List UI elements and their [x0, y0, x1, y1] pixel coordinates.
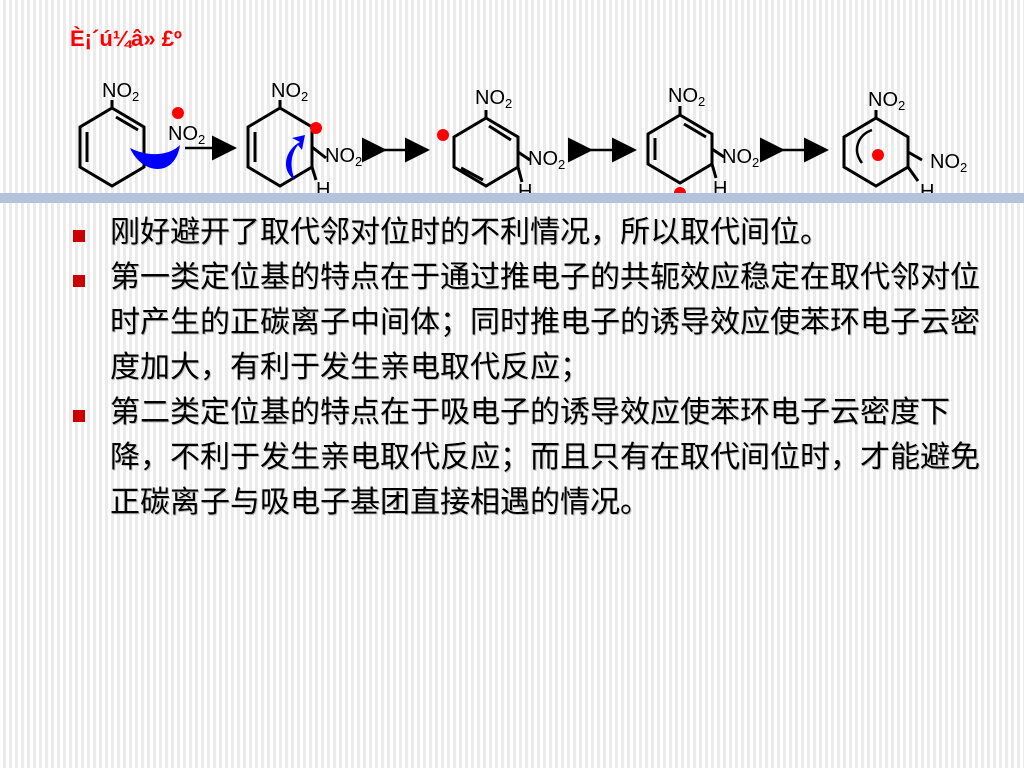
no2-group: NO2: [868, 89, 905, 113]
bullet-item: 第一类定位基的特点在于通过推电子的共轭效应稳定在取代邻对位时产生的正碳离子中间体…: [70, 255, 995, 390]
bullet-square-icon: [73, 230, 85, 242]
positive-charge-icon: [172, 107, 184, 119]
bullet-square-icon: [73, 275, 85, 287]
bullet-item: 第二类定位基的特点在于吸电子的诱导效应使苯环电子云密度下降，不利于发生亲电取代反…: [70, 390, 995, 525]
sigma-complex-1: NO2 NO2 H: [246, 80, 430, 201]
resonance-hybrid: NO2 NO2 H: [842, 89, 967, 203]
no2-group: NO2: [722, 146, 759, 170]
no2-group: NO2: [930, 151, 967, 175]
sigma-complex-3: NO2 NO2 H: [646, 85, 829, 200]
sigma-complex-2: NO2 NO2 H: [437, 87, 637, 203]
positive-charge-icon: [437, 129, 449, 141]
no2-group: NO2: [325, 145, 362, 169]
no2-group: NO2: [271, 80, 308, 104]
no2-group: NO2: [528, 148, 565, 172]
bullet-list: 刚好避开了取代邻对位时的不利情况，所以取代间位。 第一类定位基的特点在于通过推电…: [70, 210, 995, 525]
bullet-item: 刚好避开了取代邻对位时的不利情况，所以取代间位。: [70, 210, 995, 255]
header-divider: [0, 193, 1024, 203]
bullet-text: 刚好避开了取代邻对位时的不利情况，所以取代间位。: [110, 215, 830, 250]
slide-title: È¡´ú¼â» £º: [70, 26, 182, 51]
bullet-square-icon: [73, 410, 85, 422]
bullet-text: 第一类定位基的特点在于通过推电子的共轭效应稳定在取代邻对位时产生的正碳离子中间体…: [110, 260, 980, 385]
nitrobenzene-structure: NO2 NO2: [78, 80, 237, 188]
no2-group: NO2: [668, 85, 705, 109]
electron-arrow-icon: [130, 145, 180, 169]
no2-group: NO2: [475, 87, 512, 111]
electron-arrow-icon: [285, 135, 305, 180]
positive-charge-icon: [872, 149, 884, 161]
positive-charge-icon: [310, 122, 322, 134]
reaction-scheme: NO2 NO2 NO2 NO2 H NO2: [78, 80, 967, 203]
bullet-text: 第二类定位基的特点在于吸电子的诱导效应使苯环电子云密度下降，不利于发生亲电取代反…: [110, 395, 980, 520]
nitronium-ion: NO2: [168, 123, 205, 147]
no2-group: NO2: [102, 80, 139, 104]
